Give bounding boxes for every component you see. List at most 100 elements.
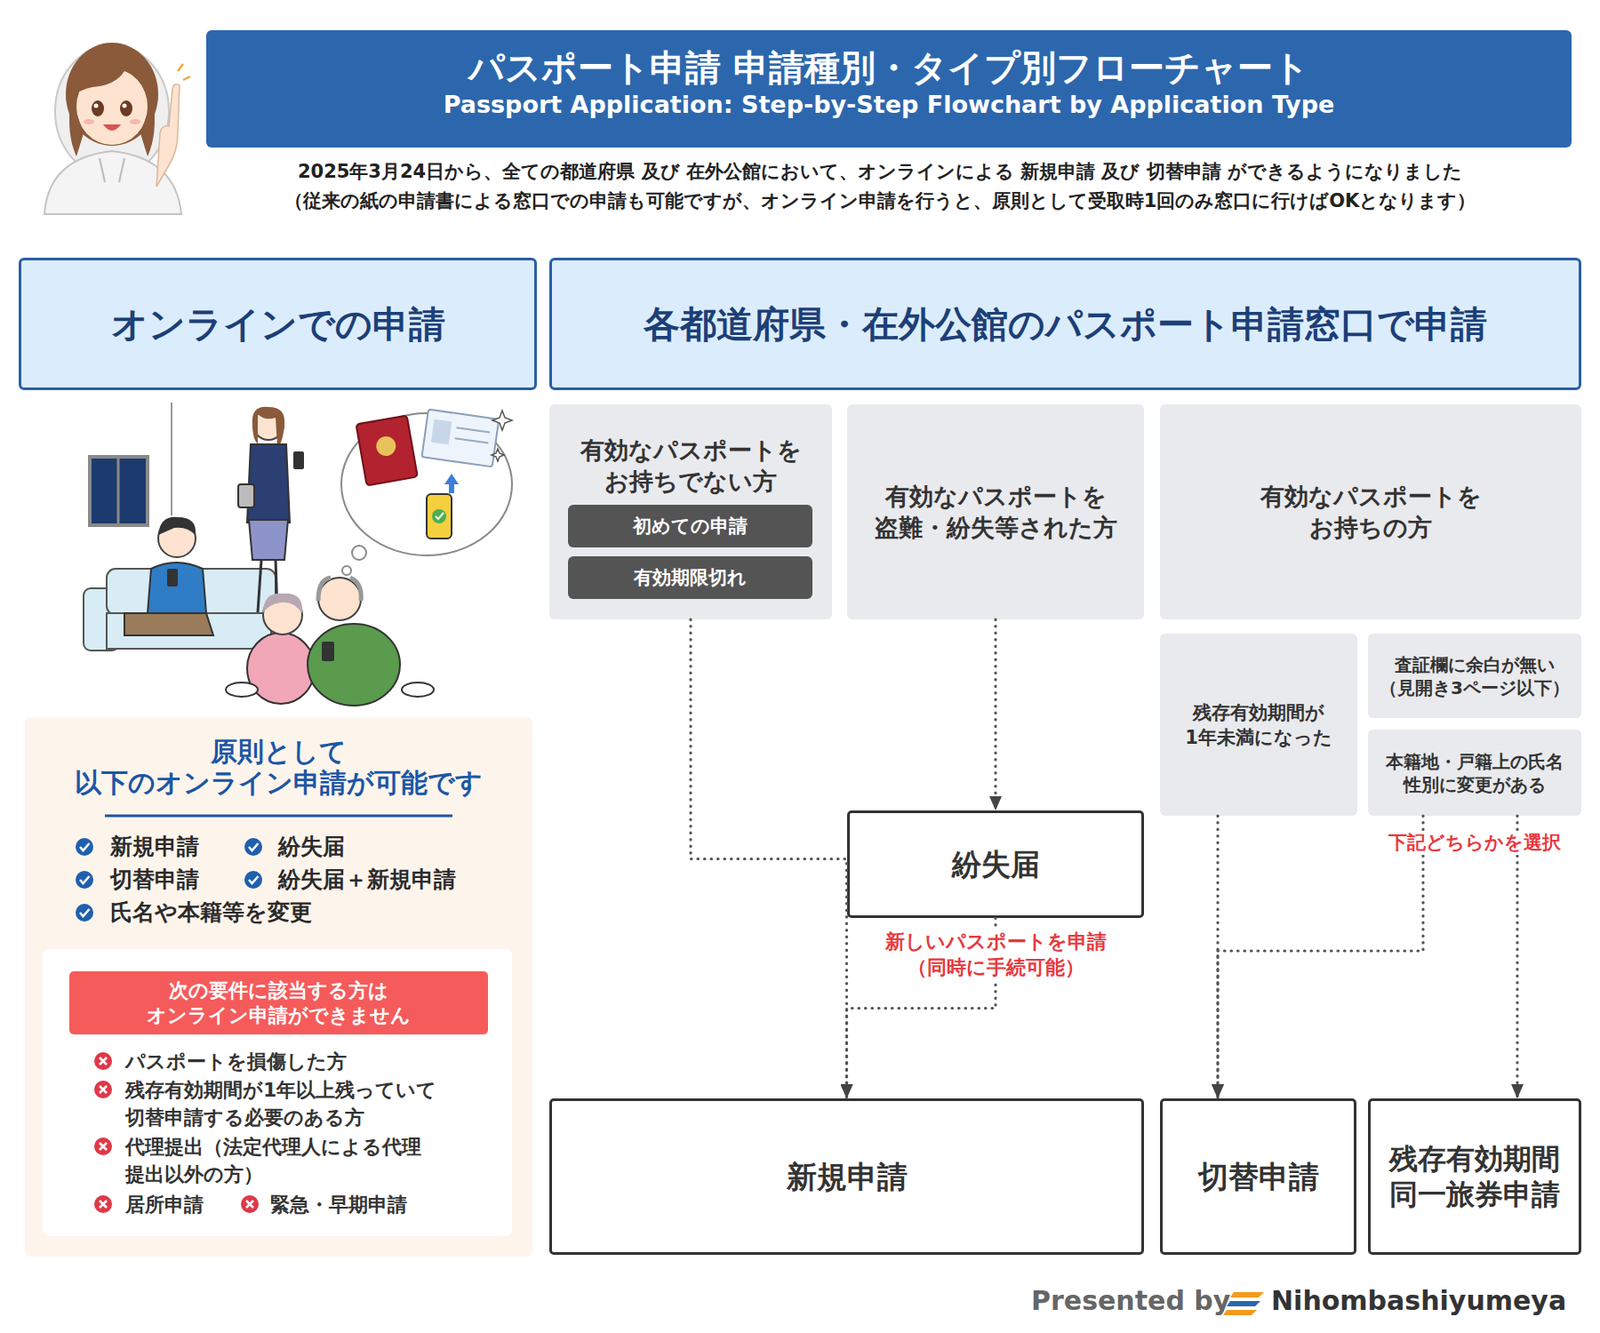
online-illustration [263,595,303,635]
online-illustration [492,410,512,431]
online-illustration [444,473,459,494]
result-box: 残存有効期間 同一旅券申請 [1368,1098,1582,1256]
online-illustration [275,560,278,613]
title-banner [206,30,1572,148]
checklist-item: 切替申請 [110,866,200,894]
brand-name: Nihombashiyumeya [1271,1285,1567,1318]
result-box: 新規申請 [549,1098,1144,1256]
process-box: 紛失届 [847,810,1144,919]
condition-box: 査証欄に余白が無い （見開き3ページ以下） [1368,633,1582,719]
dotted-connector [993,619,997,811]
online-illustration [89,456,148,526]
diagram-subtitle: Passport Application: Step-by-Step Flowc… [206,90,1572,120]
guide-character [120,100,133,117]
result-text: 新規申請 [786,1158,908,1196]
result-text: 残存有効期間 同一旅券申請 [1376,1141,1573,1213]
exclusion-item: 居所申請 [125,1191,204,1219]
process-text: 紛失届 [952,847,1040,883]
condition-text: 本籍地・戸籍上の氏名 性別に変更がある [1373,750,1576,797]
online-illustration [401,682,434,697]
checklist-item: 新規申請 [110,833,200,861]
diagram-title: パスポート申請 申請種別・タイプ別フローチャート [206,46,1572,89]
online-illustration [356,415,418,486]
result-box: 切替申請 [1160,1098,1357,1256]
online-illustration [307,624,400,706]
online-illustration [167,568,178,587]
online-illustration [257,560,262,613]
checklist-item: 紛失届＋新規申請 [278,866,456,894]
online-illustration [252,407,285,447]
guide-character [103,124,121,131]
status-pill: 有効期限切れ [568,556,813,600]
condition-box: 本籍地・戸籍上の氏名 性別に変更がある [1368,729,1582,816]
online-illustration [375,434,398,457]
condition-text: 有効なパスポートを お持ちでない方 [549,434,832,497]
pill-text: 有効期限切れ [633,566,747,590]
online-illustration [456,427,490,432]
guide-character [69,97,155,157]
edge-label: 新しいパスポートを申請 （同時に手続可能） [862,928,1129,981]
info-panel: 原則として 以下のオンライン申請が可能です新規申請 紛失届切替申請 紛失届＋新規申請… [24,717,533,1257]
title-banner [206,30,1572,148]
dotted-connector [1515,816,1519,1099]
online-illustration [318,577,361,601]
online-illustration [158,520,196,558]
guide-character [44,151,182,215]
guide-character [94,104,99,109]
online-illustration [342,566,352,576]
online-illustration [432,509,447,524]
online-illustration [341,413,512,556]
banner-text: 次の要件に該当する方は オンライン申請ができません [83,978,475,1029]
header-text: 各都道府県・在外公館のパスポート申請窓口で申請 [643,302,1488,347]
online-illustration [106,568,276,616]
intro-note: （従来の紙の申請書による窓口での申請も可能ですが、オンライン申請を行うと、原則と… [177,189,1583,214]
logo-mark [1230,1292,1264,1298]
guide-character [99,158,125,183]
online-illustration [253,409,284,440]
pill-text: 初めての申請 [632,514,748,538]
condition-box: 有効なパスポートを 盗難・紛失等された方 [847,404,1144,620]
online-illustration [225,682,258,697]
online-illustration [491,448,504,462]
panel-heading: 原則として 以下のオンライン申請が可能です [24,736,533,799]
guide-character [83,119,95,125]
online-illustration [247,444,290,523]
guide-character [55,45,169,177]
choice-note: 下記どちらかを選択 [1368,831,1582,856]
guide-character [156,84,180,187]
guide-character [129,119,141,125]
online-illustration [158,517,196,536]
guide-character [69,49,157,100]
online-illustration [124,613,214,636]
online-illustration [248,520,288,560]
warning-banner: 次の要件に該当する方は オンライン申請ができません [69,971,488,1035]
dotted-connector [690,619,848,1099]
online-illustration [170,402,173,516]
condition-text: 査証欄に余白が無い （見開き3ページ以下） [1373,653,1576,700]
online-illustration [435,512,444,520]
online-illustration [83,588,120,651]
credit-text: Presented by [1031,1285,1231,1318]
header-box: オンラインでの申請 [18,257,537,391]
online-illustration [421,409,499,468]
online-illustration [352,545,367,560]
online-illustration [321,641,335,662]
condition-text: 有効なパスポートを 盗難・紛失等された方 [862,480,1129,544]
exclusion-item: 緊急・早期申請 [270,1191,408,1219]
guide-character [177,64,191,80]
online-illustration [426,494,452,539]
condition-text: 残存有効期間が 1年未満になった [1169,700,1348,751]
online-illustration [147,562,207,614]
online-illustration [83,402,512,706]
checklist-item: 氏名や本籍等を変更 [110,899,312,927]
checklist-item: 紛失届 [278,833,345,861]
online-illustration [293,451,304,470]
online-illustration [117,456,120,526]
exclusion-item: 残存有効期間が1年以上残っていて 切替申請する必要のある方 [125,1076,481,1132]
intro-note: 2025年3月24日から、全ての都道府県 及び 在外公館において、オンラインによ… [177,160,1583,184]
condition-box: 残存有効期間が 1年未満になった [1160,633,1358,816]
status-pill: 初めての申請 [568,504,813,548]
result-text: 切替申請 [1198,1158,1320,1196]
online-illustration [247,632,315,704]
